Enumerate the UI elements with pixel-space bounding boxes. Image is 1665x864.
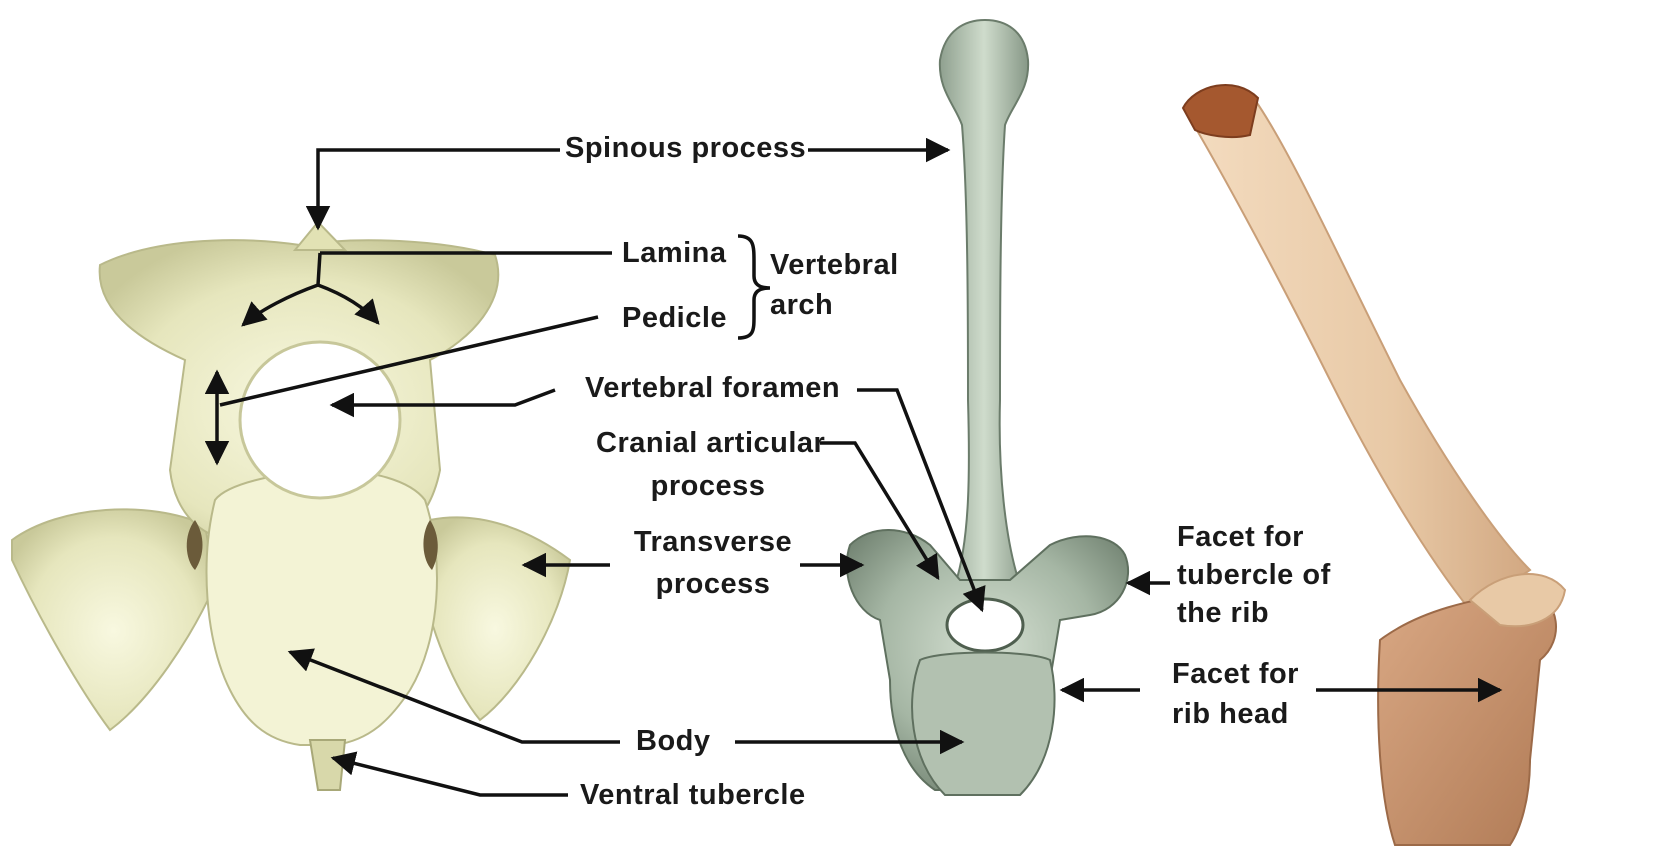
label-lamina: Lamina bbox=[622, 236, 727, 270]
label-facet-head-line1: Facet for bbox=[1172, 657, 1299, 691]
label-vertebral-arch-line1: Vertebral bbox=[770, 248, 899, 282]
label-facet-tubercle-line1: Facet for bbox=[1177, 520, 1304, 554]
spinous-process-shape bbox=[940, 20, 1028, 585]
label-facet-head-line2: rib head bbox=[1172, 697, 1289, 731]
ventral-tubercle-shape bbox=[310, 740, 345, 790]
lateral-foramen-hole bbox=[947, 599, 1023, 651]
leader-spinous-left bbox=[318, 150, 560, 228]
left-transverse-wing bbox=[12, 509, 215, 730]
vertebra-cranial-view-icon bbox=[12, 222, 570, 790]
vertebral-foramen-hole bbox=[240, 342, 400, 498]
label-facet-tubercle-line3: the rib bbox=[1177, 596, 1269, 630]
label-facet-tubercle-line2: tubercle of bbox=[1177, 558, 1331, 592]
label-cranial-articular-line1: Cranial articular bbox=[596, 426, 820, 460]
label-pedicle: Pedicle bbox=[622, 301, 727, 335]
label-vertebral-foramen: Vertebral foramen bbox=[585, 371, 840, 405]
spinous-tip bbox=[295, 222, 345, 250]
right-transverse-wing bbox=[420, 517, 570, 720]
vertebra-lateral-view-icon bbox=[847, 20, 1128, 795]
label-body: Body bbox=[636, 724, 711, 758]
label-ventral-tubercle: Ventral tubercle bbox=[580, 778, 806, 812]
label-cranial-articular-line2: process bbox=[596, 469, 820, 503]
label-transverse-line1: Transverse bbox=[618, 525, 808, 559]
lateral-body-shape bbox=[912, 653, 1055, 796]
rib-base bbox=[1378, 590, 1556, 845]
label-transverse-line2: process bbox=[618, 567, 808, 601]
vertebral-arch-bracket bbox=[738, 236, 770, 338]
rib-head-cap bbox=[1183, 85, 1258, 137]
label-spinous-process: Spinous process bbox=[565, 131, 806, 165]
label-vertebral-arch-line2: arch bbox=[770, 288, 833, 322]
leader-ventral-tubercle bbox=[333, 758, 568, 795]
vertebral-body-shape bbox=[207, 470, 437, 745]
